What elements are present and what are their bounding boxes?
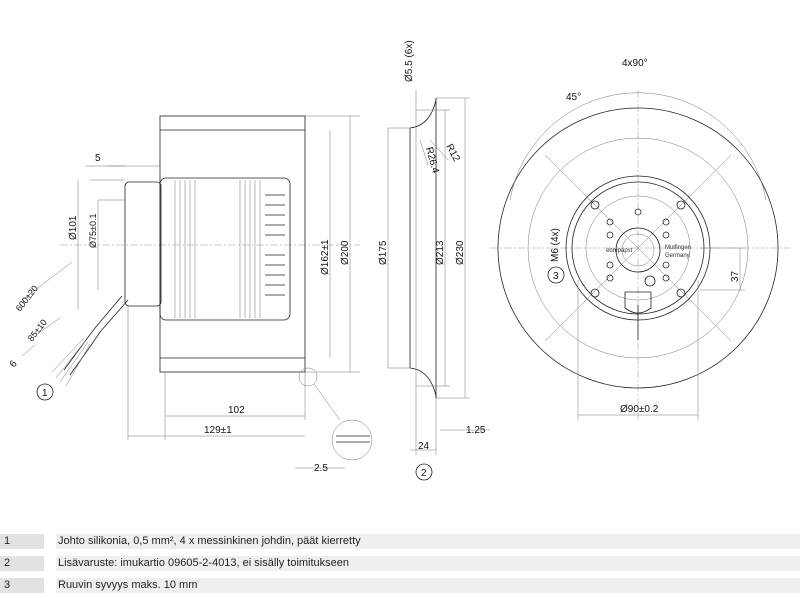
dim-600: 600±20 xyxy=(14,283,40,313)
dim-45: 45° xyxy=(566,92,581,103)
note-number: 2 xyxy=(0,556,44,571)
impeller-outline xyxy=(159,115,306,373)
dim-102: 102 xyxy=(228,405,245,416)
cable-outlet xyxy=(624,291,652,314)
dim-d90: Ø90±0.2 xyxy=(620,404,659,415)
dim-1-25: 1.25 xyxy=(466,425,486,436)
outer-plate xyxy=(497,107,779,389)
dim-m6: M6 (4x) xyxy=(550,228,561,262)
dim-37: 37 xyxy=(730,270,741,282)
callout-2: 2 xyxy=(421,468,427,479)
dim-r26-4: R26.4 xyxy=(423,146,441,175)
side-view: 5 Ø101 Ø75±0.1 600±20 85±10 6 Ø162±1 Ø20… xyxy=(8,115,373,474)
front-view: ebmpapst Mulfingen Germany 4x90° 45° M6 … xyxy=(490,58,790,420)
callout-3: 3 xyxy=(553,271,559,282)
dim-85: 85±10 xyxy=(26,317,49,343)
inlet-view: Ø5.5 (6x) R12 R26.4 Ø175 Ø213 Ø230 24 1.… xyxy=(378,40,490,481)
maker-line-1: Mulfingen xyxy=(665,245,691,251)
note-text: Ruuvin syvyys maks. 10 mm xyxy=(56,578,800,593)
motor-rotor xyxy=(159,177,291,321)
callout-1: 1 xyxy=(42,388,48,399)
logo-text: ebmpapst xyxy=(606,248,633,254)
dim-129: 129±1 xyxy=(204,425,232,436)
dim-2-5: 2.5 xyxy=(314,463,328,474)
note-row: 2 Lisävaruste: imukartio 09605-2-4013, e… xyxy=(0,554,800,573)
dim-d175: Ø175 xyxy=(378,240,389,265)
technical-drawing: 5 Ø101 Ø75±0.1 600±20 85±10 6 Ø162±1 Ø20… xyxy=(8,40,790,481)
dim-d213: Ø213 xyxy=(435,240,446,265)
dim-d200: Ø200 xyxy=(340,240,351,265)
dim-r12: R12 xyxy=(443,142,462,164)
dim-d230: Ø230 xyxy=(455,240,466,265)
note-text: Johto silikonia, 0,5 mm², 4 x messinkine… xyxy=(56,534,800,549)
dim-24: 24 xyxy=(418,441,430,452)
dim-d101: Ø101 xyxy=(68,215,79,240)
note-row: 3 Ruuvin syvyys maks. 10 mm xyxy=(0,576,800,595)
dim-6: 6 xyxy=(8,358,20,370)
detail-circle xyxy=(331,419,373,461)
note-number: 1 xyxy=(0,534,44,549)
dim-d5-5: Ø5.5 (6x) xyxy=(404,40,415,82)
note-text: Lisävaruste: imukartio 09605-2-4013, ei … xyxy=(56,556,800,571)
dim-d75: Ø75±0.1 xyxy=(88,214,98,248)
callout-1-circle xyxy=(36,383,54,401)
callout-2-circle xyxy=(415,463,433,481)
dim-5: 5 xyxy=(95,153,101,164)
note-row: 1 Johto silikonia, 0,5 mm², 4 x messinki… xyxy=(0,532,800,551)
dim-4x90: 4x90° xyxy=(622,58,648,69)
callout-3-circle xyxy=(547,266,565,284)
maker-line-2: Germany xyxy=(665,253,690,259)
notes-table: 1 Johto silikonia, 0,5 mm², 4 x messinki… xyxy=(0,532,800,598)
motor-flange xyxy=(124,181,162,307)
note-number: 3 xyxy=(0,578,44,593)
dim-d162: Ø162±1 xyxy=(320,239,331,275)
